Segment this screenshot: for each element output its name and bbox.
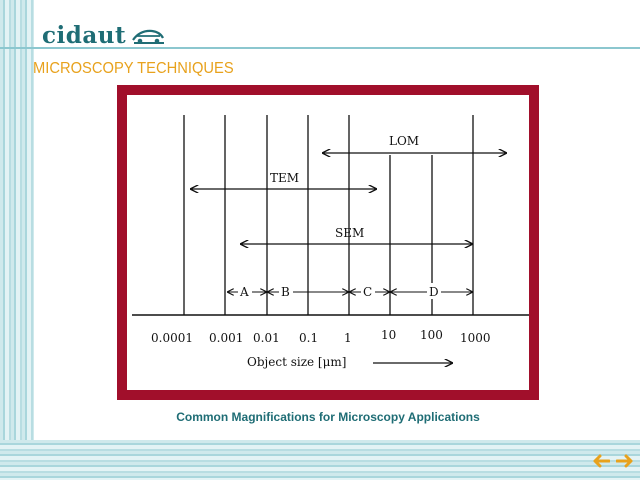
cidaut-logo: cidaut (42, 20, 166, 50)
range-label-tem: TEM (270, 171, 299, 185)
bottom-decorative-stripes (0, 440, 640, 480)
next-slide-button[interactable] (614, 450, 636, 472)
arrow-right-icon (616, 454, 633, 468)
page-title: MICROSCOPY TECHNIQUES (33, 60, 234, 77)
segment-label-b: B (281, 285, 290, 299)
left-decorative-stripes (0, 0, 34, 480)
diagram-frame: LOM TEM SEM A B C D 0.0001 0.001 0.01 (117, 85, 539, 400)
range-label-lom: LOM (389, 134, 419, 148)
previous-slide-button[interactable] (590, 450, 612, 472)
car-logo-icon (132, 29, 165, 44)
tick-label-0: 0.0001 (151, 331, 193, 345)
tick-label-5: 10 (381, 328, 396, 342)
axis-label: Object size [μm] (247, 355, 346, 369)
tick-label-3: 0.1 (299, 331, 318, 345)
diagram-caption: Common Magnifications for Microscopy App… (176, 410, 480, 424)
magnification-diagram: LOM TEM SEM A B C D 0.0001 0.001 0.01 (127, 95, 529, 390)
tick-label-6: 100 (420, 328, 443, 342)
tick-label-4: 1 (344, 331, 352, 345)
diagram-canvas: LOM TEM SEM A B C D 0.0001 0.001 0.01 (132, 115, 529, 369)
tick-label-1: 0.001 (209, 331, 243, 345)
header-rule (0, 47, 640, 49)
tick-label-7: 1000 (460, 331, 491, 345)
segment-label-d: D (429, 285, 439, 299)
logo-text: cidaut (42, 21, 127, 49)
segment-label-a: A (239, 285, 249, 299)
tick-label-2: 0.01 (253, 331, 280, 345)
arrow-left-icon (593, 454, 610, 468)
segment-label-c: C (363, 285, 372, 299)
range-label-sem: SEM (335, 226, 364, 240)
